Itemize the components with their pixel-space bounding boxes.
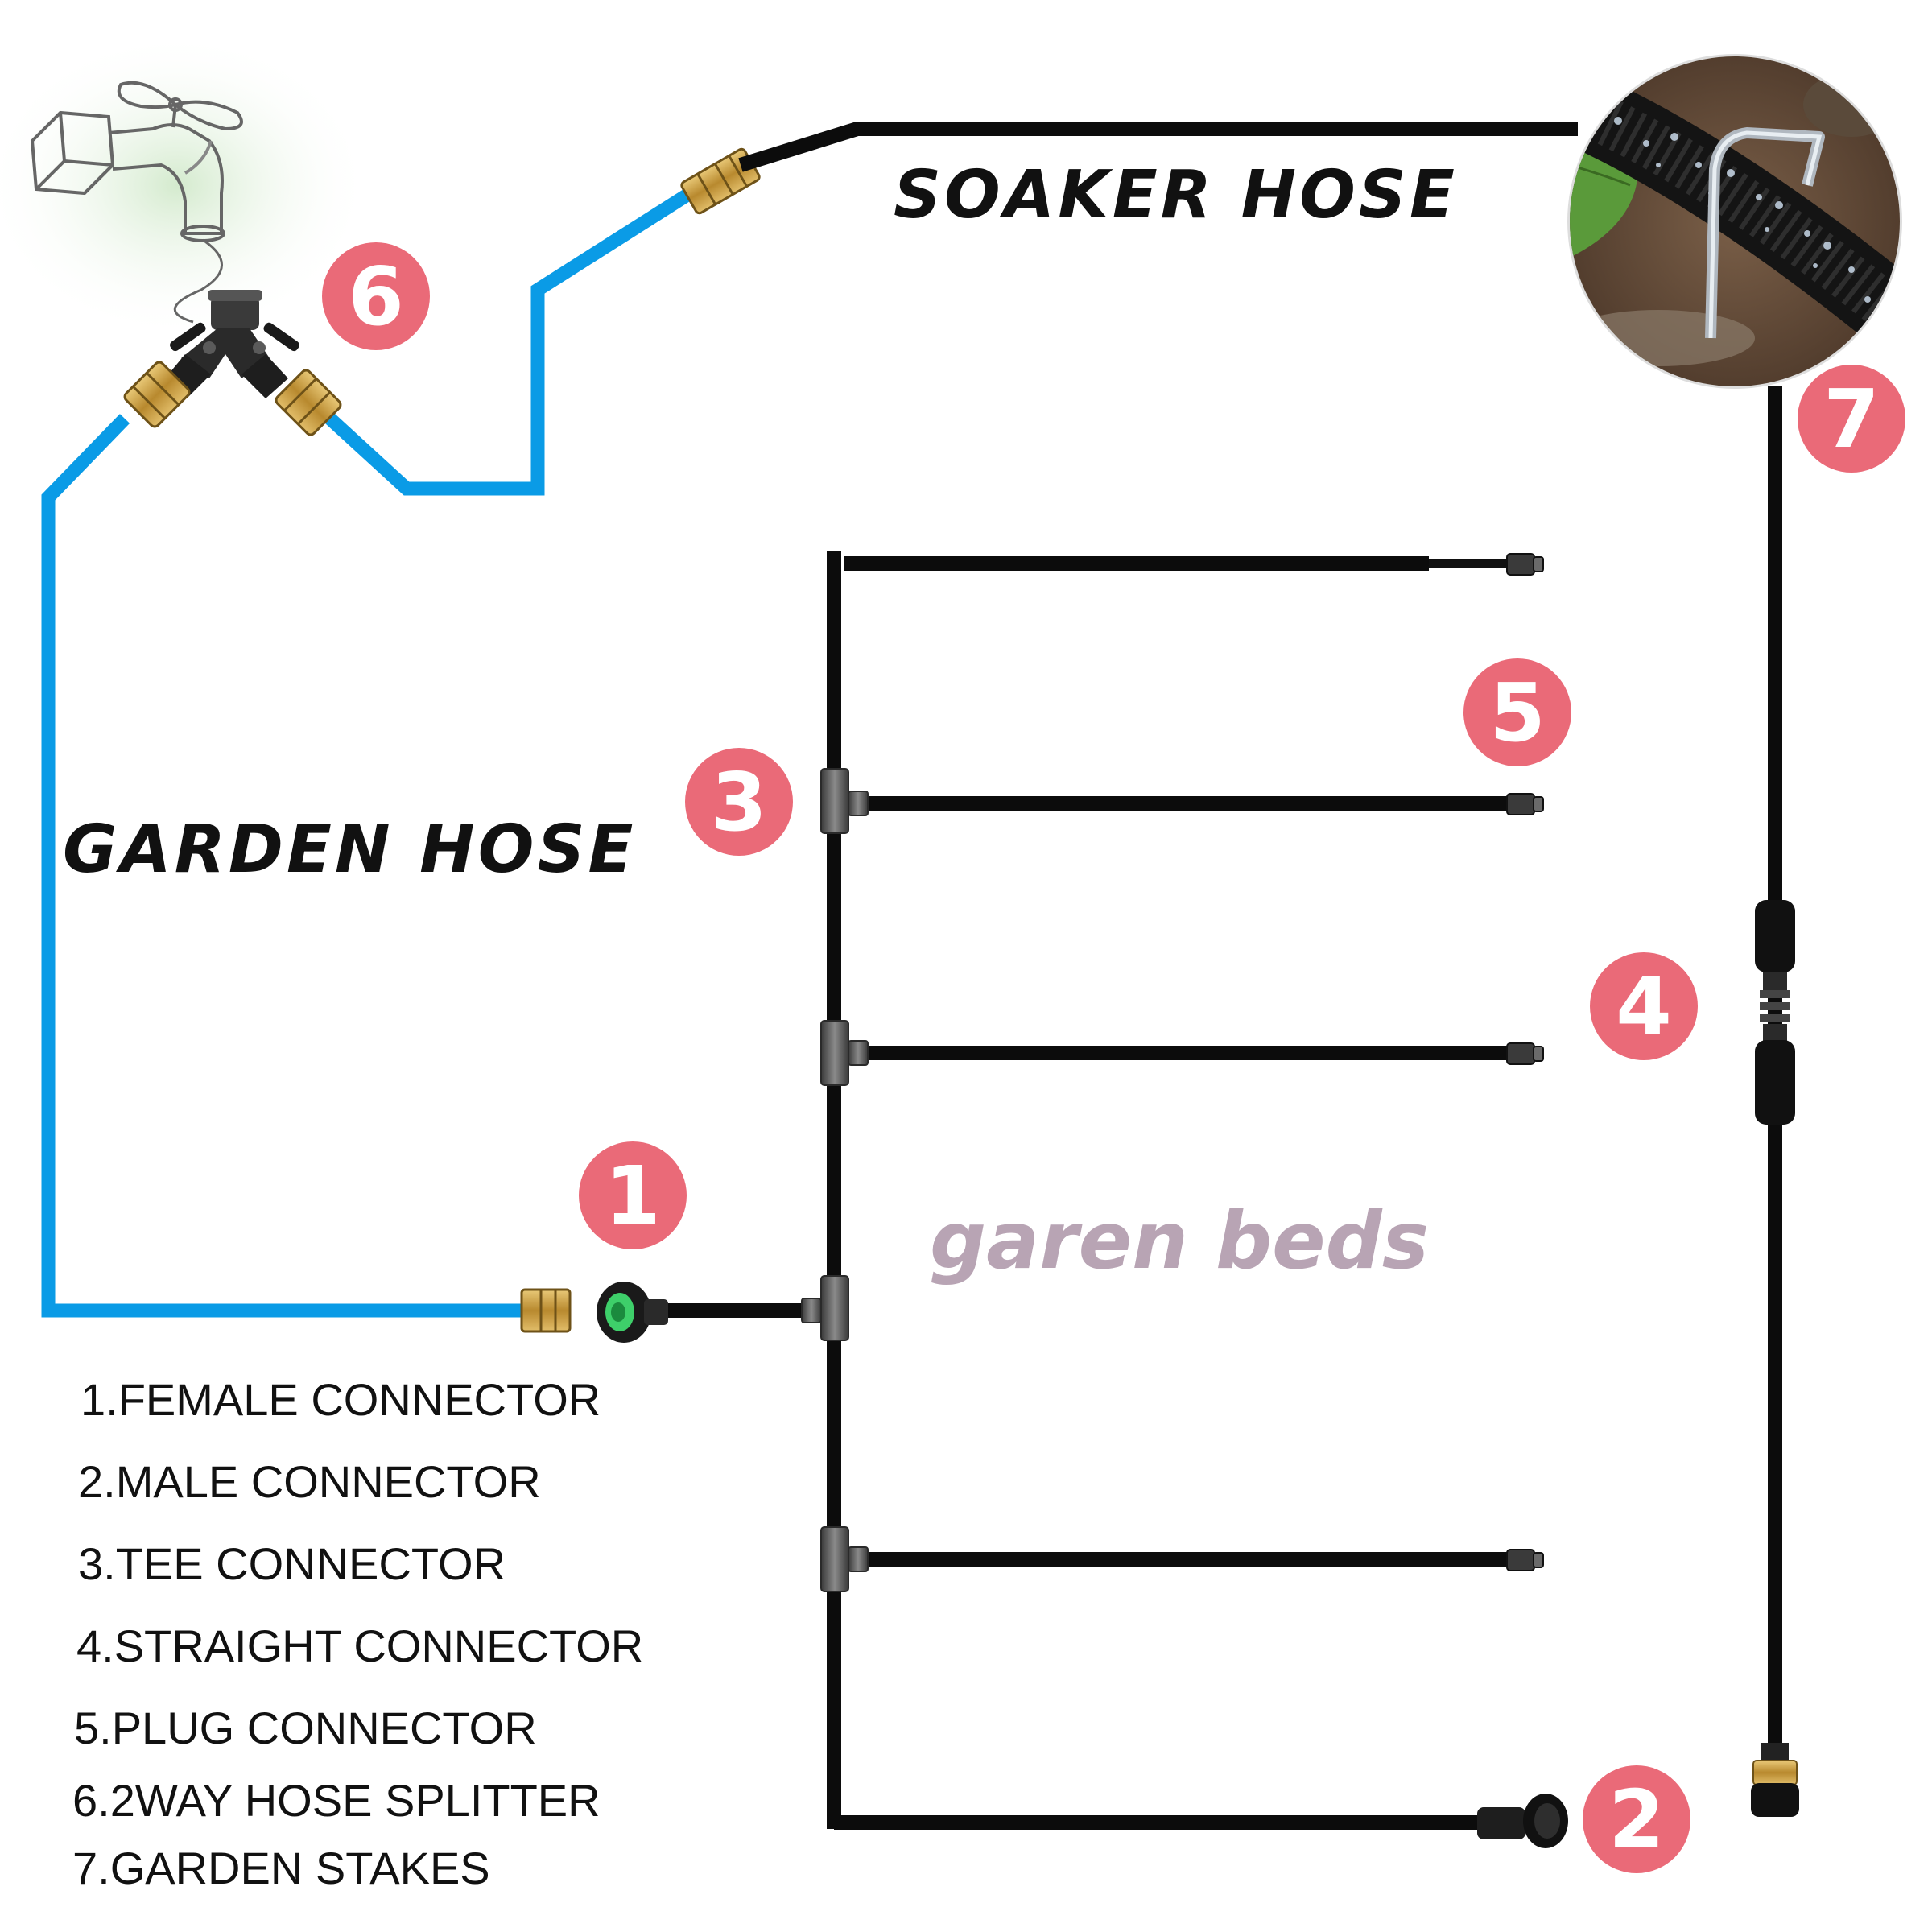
badge-7: 7	[1798, 365, 1905, 473]
legend-item: 6.2WAY HOSE SPLITTER	[72, 1775, 601, 1826]
badge-6: 6	[322, 242, 430, 350]
straight-connector	[1755, 900, 1795, 1125]
garden-hose	[41, 183, 700, 1318]
legend-item: 1.FEMALE CONNECTOR	[80, 1374, 601, 1425]
svg-text:6: 6	[348, 250, 404, 344]
female-connector	[597, 1282, 668, 1343]
garden-stake-photo-icon	[1567, 54, 1902, 389]
faucet-icon	[0, 32, 370, 338]
soaker-hose	[660, 122, 1782, 1830]
brass-fitting-splitter-right	[275, 369, 342, 436]
svg-text:4: 4	[1616, 960, 1672, 1054]
badge-3: 3	[685, 748, 793, 856]
soaker-hose-label: SOAKER HOSE	[894, 157, 1458, 233]
svg-text:2: 2	[1608, 1773, 1665, 1867]
legend-item: 4.STRAIGHT CONNECTOR	[76, 1620, 643, 1671]
svg-text:5: 5	[1489, 666, 1546, 760]
legend-item: 2.MALE CONNECTOR	[78, 1456, 541, 1507]
svg-text:7: 7	[1823, 372, 1880, 466]
badge-1: 1	[579, 1141, 687, 1249]
legend-item: 7.GARDEN STAKES	[72, 1843, 490, 1893]
badge-2: 2	[1583, 1765, 1690, 1873]
garden-hose-label: GARDEN HOSE	[63, 811, 637, 888]
male-connector	[1477, 1794, 1568, 1848]
legend: 1.FEMALE CONNECTOR 2.MALE CONNECTOR 3.TE…	[72, 1374, 643, 1893]
brass-fitting-splitter-left	[123, 361, 191, 428]
svg-text:3: 3	[711, 755, 767, 849]
garden-beds-label: garen beds	[930, 1195, 1429, 1287]
badge-4: 4	[1590, 952, 1698, 1060]
soaker-hose-end-fitting	[1751, 1743, 1799, 1817]
tee-connector	[801, 768, 869, 1592]
legend-item: 3.TEE CONNECTOR	[78, 1538, 506, 1589]
svg-text:1: 1	[605, 1149, 661, 1243]
legend-item: 5.PLUG CONNECTOR	[74, 1703, 537, 1753]
badge-5: 5	[1463, 658, 1571, 766]
brass-fitting-hose-end	[520, 1288, 572, 1333]
plug-connector	[1506, 553, 1544, 1571]
